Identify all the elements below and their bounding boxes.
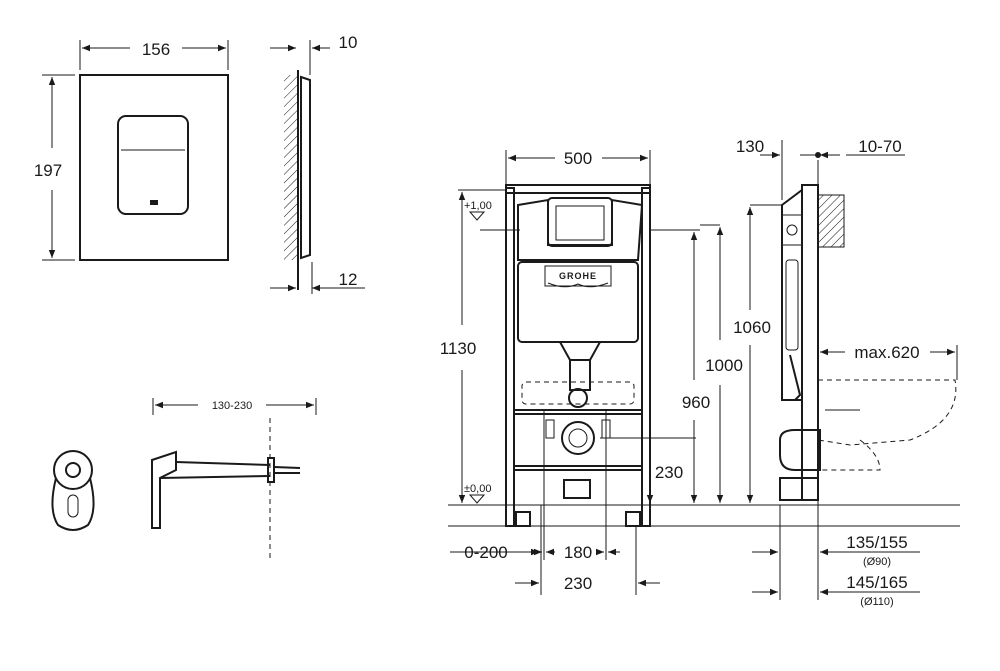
inlet-height-label: 1000: [705, 356, 743, 375]
level-floor-label: ±0,00: [464, 483, 491, 495]
foot-inner-label: 180: [564, 543, 592, 562]
side-height-label: 1060: [733, 318, 771, 337]
side-adjust-label: 10-70: [858, 137, 901, 156]
frame-height-label: 1130: [440, 339, 477, 358]
pipe1-label: 135/155: [846, 533, 907, 552]
wall-gap-label: 12: [339, 270, 358, 289]
flush-plate-front: [42, 40, 229, 261]
pipe1-diameter-label: (Ø90): [863, 556, 891, 568]
plate-height-label: 197: [34, 161, 62, 180]
drain-center-height-label: 960: [682, 393, 710, 412]
flush-plate-side: [270, 40, 365, 294]
bowl-projection-label: max.620: [854, 343, 919, 362]
frame-width-label: 500: [564, 149, 592, 168]
foot-outer-label: 230: [564, 574, 592, 593]
pipe2-label: 145/165: [846, 573, 907, 592]
brand-logo: GROHE: [559, 271, 597, 281]
drain-height-label: 230: [655, 463, 683, 482]
side-depth-label: 130: [736, 137, 764, 156]
pipe2-diameter-label: (Ø110): [860, 596, 893, 608]
frame-side: [740, 140, 960, 600]
pipe-bend-detail: [51, 398, 317, 560]
bend-length-label: 130-230: [212, 400, 252, 412]
plate-depth-label: 10: [339, 33, 358, 52]
plate-width-label: 156: [142, 40, 170, 59]
level-top-label: +1,00: [464, 200, 492, 212]
frame-front: GROHE: [448, 150, 790, 595]
offset-label: 0-200: [464, 543, 507, 562]
